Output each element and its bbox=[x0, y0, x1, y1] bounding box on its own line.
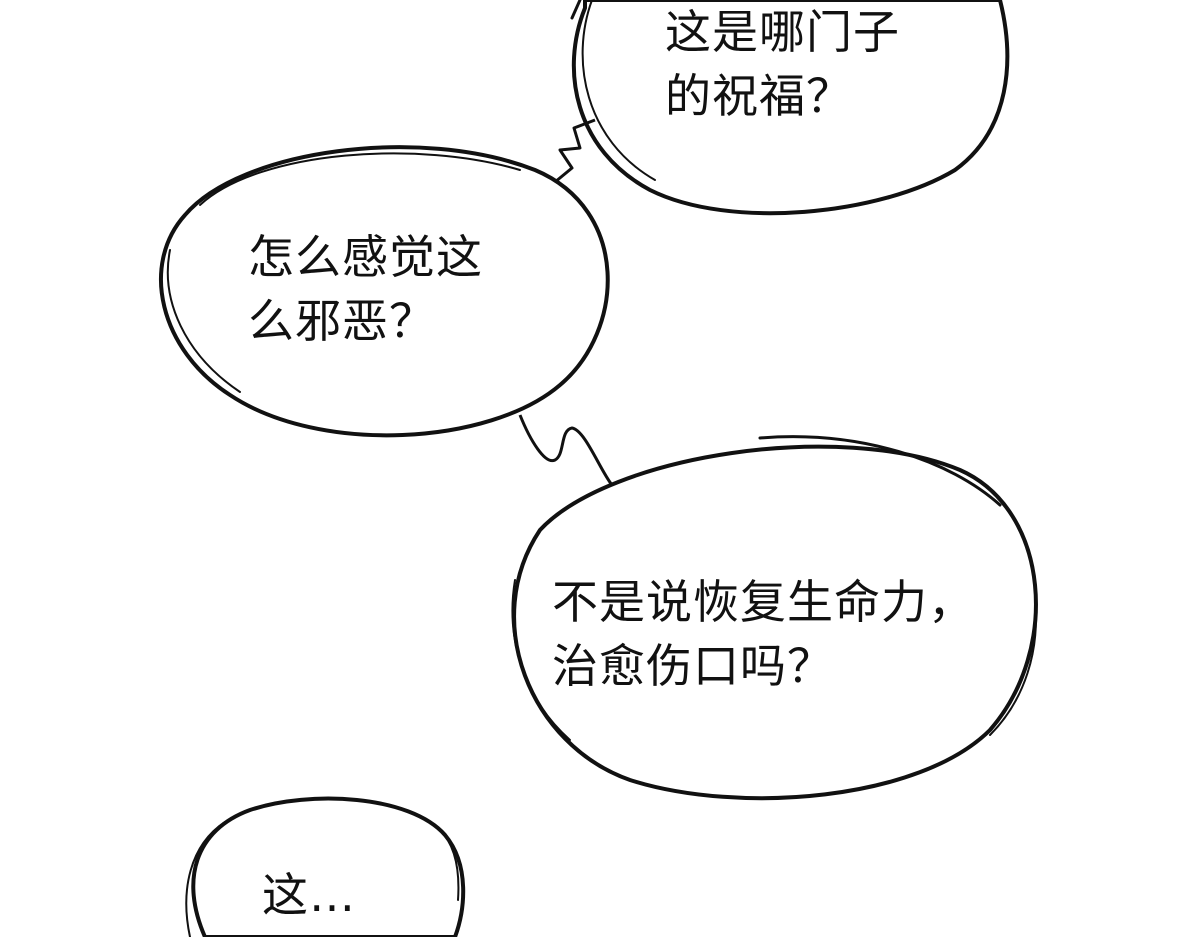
bubble-2-line-1: 怎么感觉这 bbox=[248, 230, 483, 284]
speech-bubble-2 bbox=[159, 145, 610, 438]
bubble-4-line-1: 这… bbox=[262, 868, 356, 922]
bubble-2-line-2: 么邪恶？ bbox=[248, 294, 436, 348]
bubble-connector-1 bbox=[554, 118, 596, 184]
bubble-3-line-1: 不是说恢复生命力， bbox=[552, 575, 975, 629]
bubble-4-text: 这… bbox=[262, 863, 356, 927]
bubble-1-text: 这是哪门子 的祝福？ bbox=[665, 0, 900, 128]
bubble-1-line-2: 的祝福？ bbox=[665, 69, 853, 123]
bubble-connector-2 bbox=[518, 414, 614, 486]
bubble-3-line-2: 治愈伤口吗？ bbox=[552, 639, 834, 693]
speech-bubble-1 bbox=[570, 0, 1010, 216]
bubble-3-text: 不是说恢复生命力， 治愈伤口吗？ bbox=[552, 570, 975, 698]
bubble-1-line-1: 这是哪门子 bbox=[665, 5, 900, 59]
speech-bubble-4 bbox=[185, 796, 466, 937]
speech-bubble-3 bbox=[511, 435, 1038, 801]
bubble-2-text: 怎么感觉这 么邪恶？ bbox=[248, 225, 483, 353]
